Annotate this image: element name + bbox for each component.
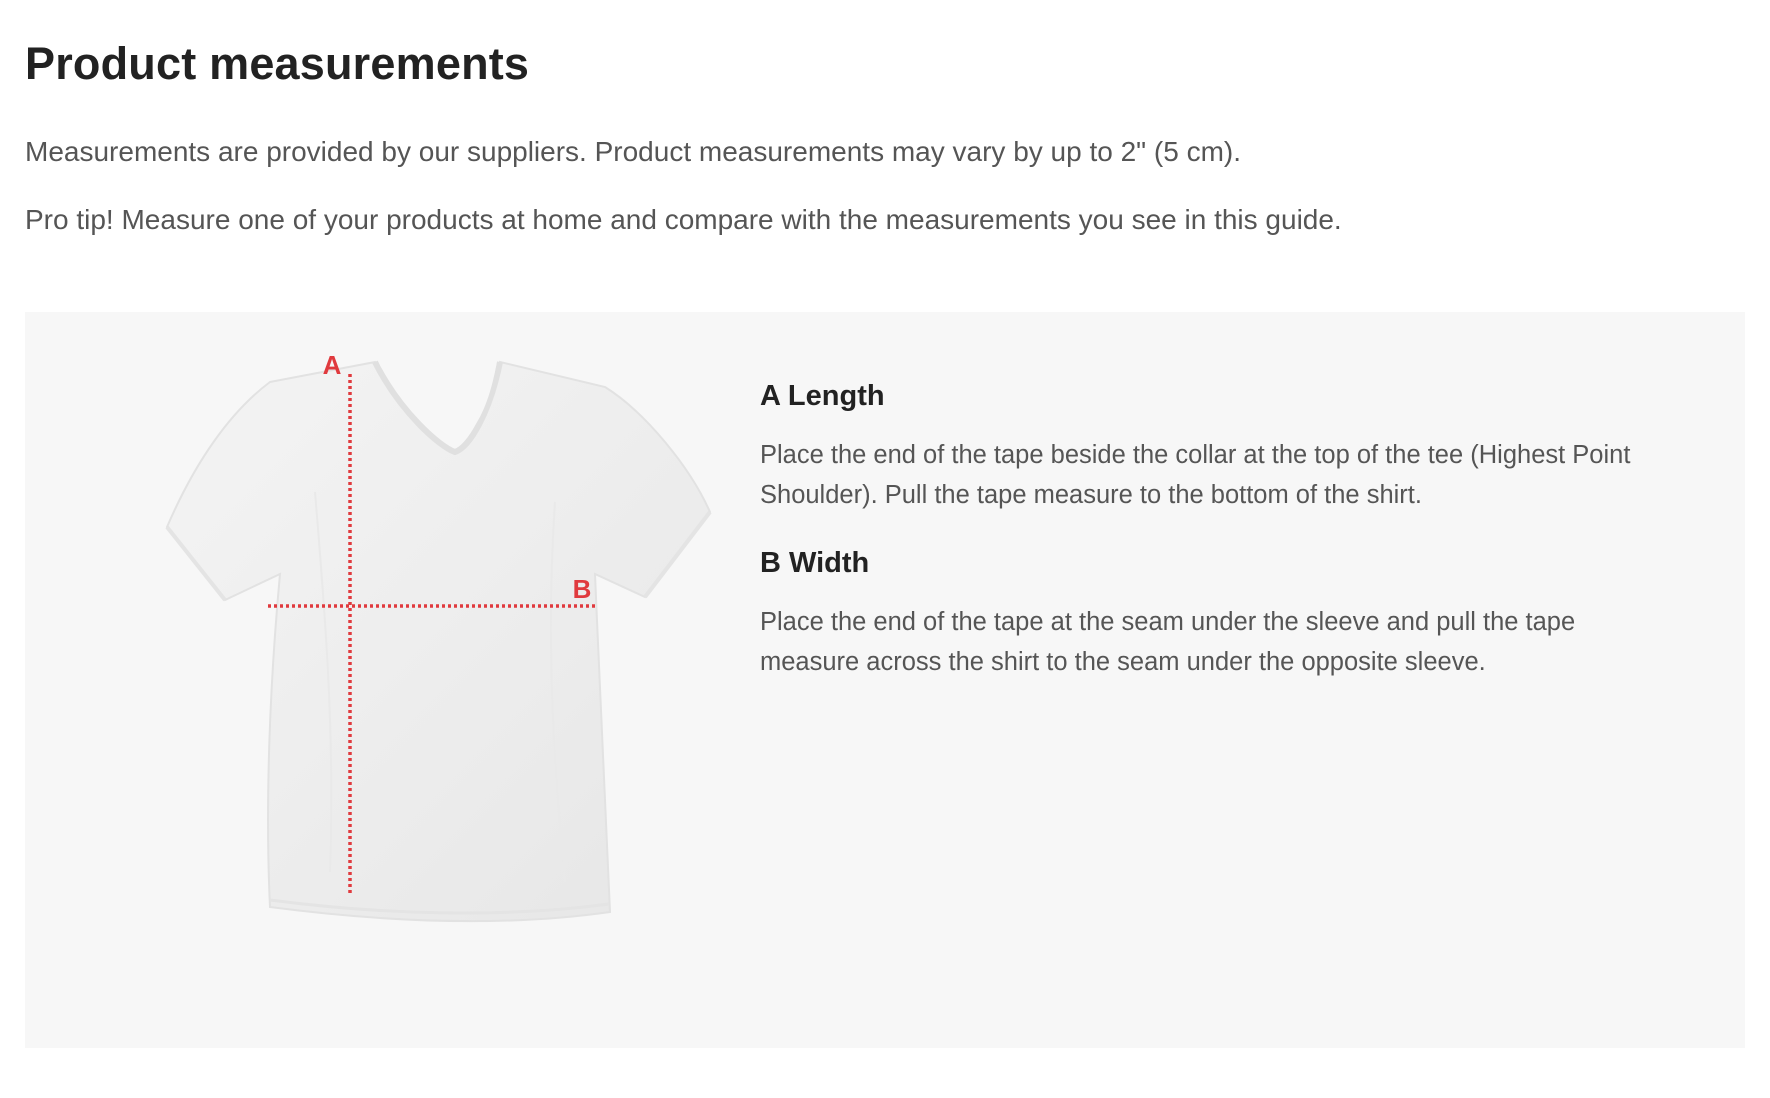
marker-a-label: A: [323, 352, 342, 380]
pro-tip-text: Pro tip! Measure one of your products at…: [25, 204, 1342, 235]
measurement-description: Place the end of the tape beside the col…: [760, 441, 1631, 509]
measurement-length: A Length Place the end of the tape besid…: [760, 380, 1660, 515]
measurement-width: B Width Place the end of the tape at the…: [760, 547, 1660, 682]
measurement-instructions: A Length Place the end of the tape besid…: [760, 380, 1660, 682]
intro-text: Measurements are provided by our supplie…: [25, 136, 1242, 167]
measurement-description: Place the end of the tape at the seam un…: [760, 608, 1576, 676]
marker-b-label: B: [573, 574, 592, 604]
measurement-title: B Width: [760, 547, 870, 579]
tshirt-diagram: A B: [85, 352, 735, 1002]
measurement-title: A Length: [760, 380, 885, 412]
tshirt-collar: [372, 360, 503, 456]
page-title: Product measurements: [25, 38, 530, 89]
measurement-panel: A B A Length Place the end of the tape b…: [25, 312, 1745, 1048]
